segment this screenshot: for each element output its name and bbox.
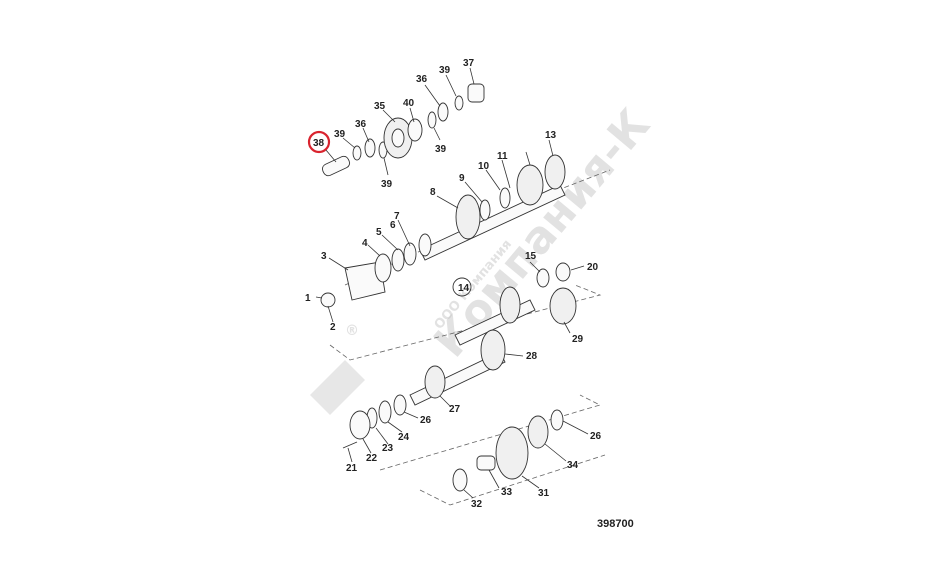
gear-13 <box>544 154 566 190</box>
label-33: 33 <box>501 487 513 498</box>
gear-35-hub <box>391 128 405 148</box>
shaft-14-assembly <box>454 262 577 346</box>
label-38: 38 <box>313 138 325 149</box>
label-11: 11 <box>497 151 508 162</box>
highlight-circle-38 <box>307 130 331 154</box>
label-9: 9 <box>459 173 465 184</box>
cover-22 <box>349 410 371 440</box>
label-39-c: 39 <box>435 144 447 155</box>
label-28: 28 <box>526 351 538 362</box>
bearing-10 <box>499 187 511 209</box>
sleeve-37 <box>467 83 485 103</box>
label-36-b: 36 <box>416 74 428 85</box>
gear-8 <box>455 194 481 240</box>
label-8: 8 <box>430 187 436 198</box>
gear-31 <box>495 426 529 480</box>
bolt-21 <box>342 441 358 449</box>
label-39-b: 39 <box>381 179 393 190</box>
label-2: 2 <box>330 322 336 333</box>
label-21: 21 <box>346 463 358 474</box>
bottom-gear-assembly <box>452 409 564 492</box>
frame-bottom <box>419 454 606 506</box>
gear-34 <box>527 415 549 449</box>
washer-39 <box>352 145 362 161</box>
label-13: 13 <box>545 130 557 141</box>
label-6: 6 <box>390 220 396 231</box>
washer-9 <box>479 199 491 221</box>
bearing-7 <box>418 233 432 257</box>
label-23: 23 <box>382 443 394 454</box>
pin-38 <box>321 155 351 177</box>
circle-14 <box>452 277 472 297</box>
ring-15 <box>536 268 550 288</box>
label-27: 27 <box>449 404 461 415</box>
label-40: 40 <box>403 98 415 109</box>
label-36-a: 36 <box>355 119 367 130</box>
washer-39-b <box>427 111 437 129</box>
bearing-32 <box>452 468 468 492</box>
top-gear-assembly <box>321 83 485 177</box>
label-1: 1 <box>305 293 311 304</box>
label-7: 7 <box>394 211 400 222</box>
label-31: 31 <box>538 488 550 499</box>
hub-40 <box>407 118 423 142</box>
label-22: 22 <box>366 453 378 464</box>
ring-6 <box>403 242 417 266</box>
label-3: 3 <box>321 251 327 262</box>
label-29: 29 <box>572 334 584 345</box>
seal-24 <box>378 400 392 424</box>
label-34: 34 <box>567 460 579 471</box>
label-15: 15 <box>525 251 537 262</box>
label-14: 14 <box>458 283 470 294</box>
label-26-b: 26 <box>590 431 602 442</box>
label-39-a: 39 <box>334 129 346 140</box>
label-26-a: 26 <box>420 415 432 426</box>
label-39-d: 39 <box>439 65 451 76</box>
bearing-26-b <box>550 409 564 431</box>
seal-4 <box>374 253 392 283</box>
watermark-logo <box>310 360 365 415</box>
flange-assembly <box>320 233 432 308</box>
label-4: 4 <box>362 238 368 249</box>
shaft-14-gear <box>499 286 521 324</box>
label-10: 10 <box>478 161 490 172</box>
gear-27 <box>424 365 446 399</box>
label-37: 37 <box>463 58 475 69</box>
ring-20 <box>555 262 571 282</box>
nut-1 <box>320 292 336 308</box>
label-5: 5 <box>376 227 382 238</box>
ring-5 <box>391 248 405 272</box>
reference-code: 398700 <box>597 518 634 530</box>
bearing-36 <box>364 138 376 158</box>
label-20: 20 <box>587 262 599 273</box>
shaft-8-assembly <box>419 154 566 261</box>
label-35: 35 <box>374 101 386 112</box>
washer-39-c <box>454 95 464 111</box>
gear-28 <box>480 329 506 371</box>
watermark-registered: ® <box>345 323 359 339</box>
frame-lower <box>379 394 602 471</box>
bearing-36-b <box>437 102 449 122</box>
label-24: 24 <box>398 432 410 443</box>
shaft-27-assembly <box>342 329 506 449</box>
leader-lines <box>315 67 589 499</box>
gear-29 <box>549 287 577 325</box>
bearing-26 <box>393 394 407 416</box>
spacer-33 <box>476 455 496 471</box>
gear-11 <box>516 164 544 206</box>
label-32: 32 <box>471 499 483 510</box>
